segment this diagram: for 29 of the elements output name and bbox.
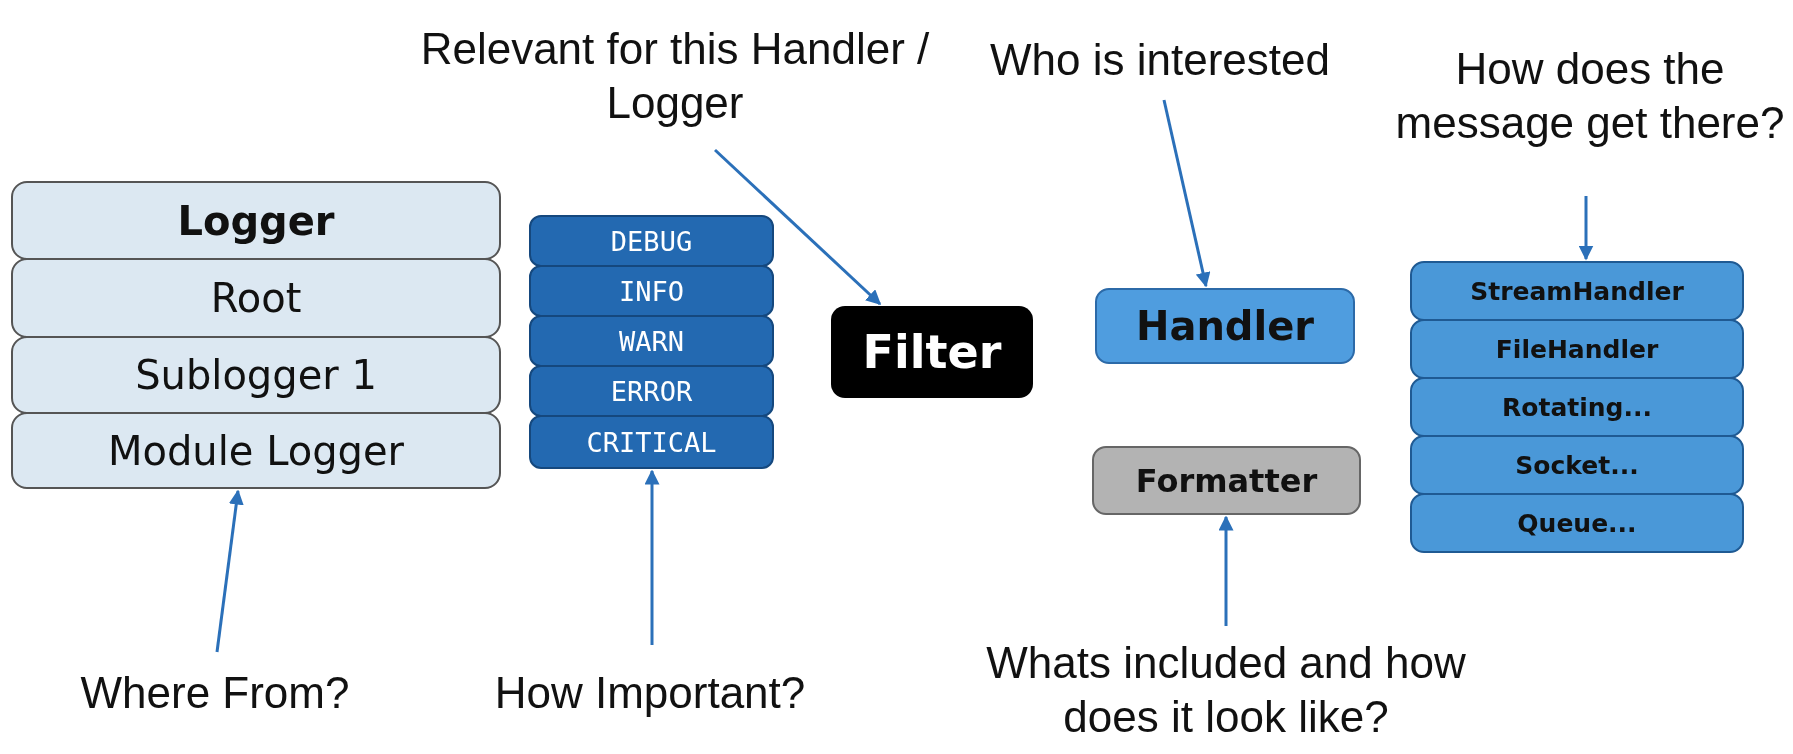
level-row: INFO [529,265,774,317]
arrow [215,489,244,653]
handler-type-row: Queue... [1410,493,1744,553]
question-text: Where From? [30,648,400,738]
handler-type-row: Rotating... [1410,377,1744,437]
logger-row: Logger [11,181,501,260]
logger-row: Sublogger 1 [11,336,501,414]
handler-type-row: Socket... [1410,435,1744,495]
arrow [1162,99,1211,288]
arrow [713,148,882,306]
filter-box: Filter [831,306,1033,398]
arrow [644,469,660,645]
level-row: WARN [529,315,774,367]
handler-box: Handler [1095,288,1355,364]
arrow [1218,515,1234,626]
logger-row: Module Logger [11,412,501,489]
question-text: Who is interested [960,29,1360,91]
level-row: ERROR [529,365,774,417]
handler-type-row: StreamHandler [1410,261,1744,321]
arrow [1578,196,1594,261]
question-text: How Important? [430,648,870,738]
question-text: Relevant for this Handler / Logger [415,11,935,141]
formatter-box: Formatter [1092,446,1361,515]
question-text: How does the message get there? [1395,8,1785,184]
level-row: CRITICAL [529,415,774,469]
question-text: Whats included and how does it look like? [946,632,1506,748]
handler-type-row: FileHandler [1410,319,1744,379]
level-row: DEBUG [529,215,774,267]
logger-row: Root [11,258,501,338]
